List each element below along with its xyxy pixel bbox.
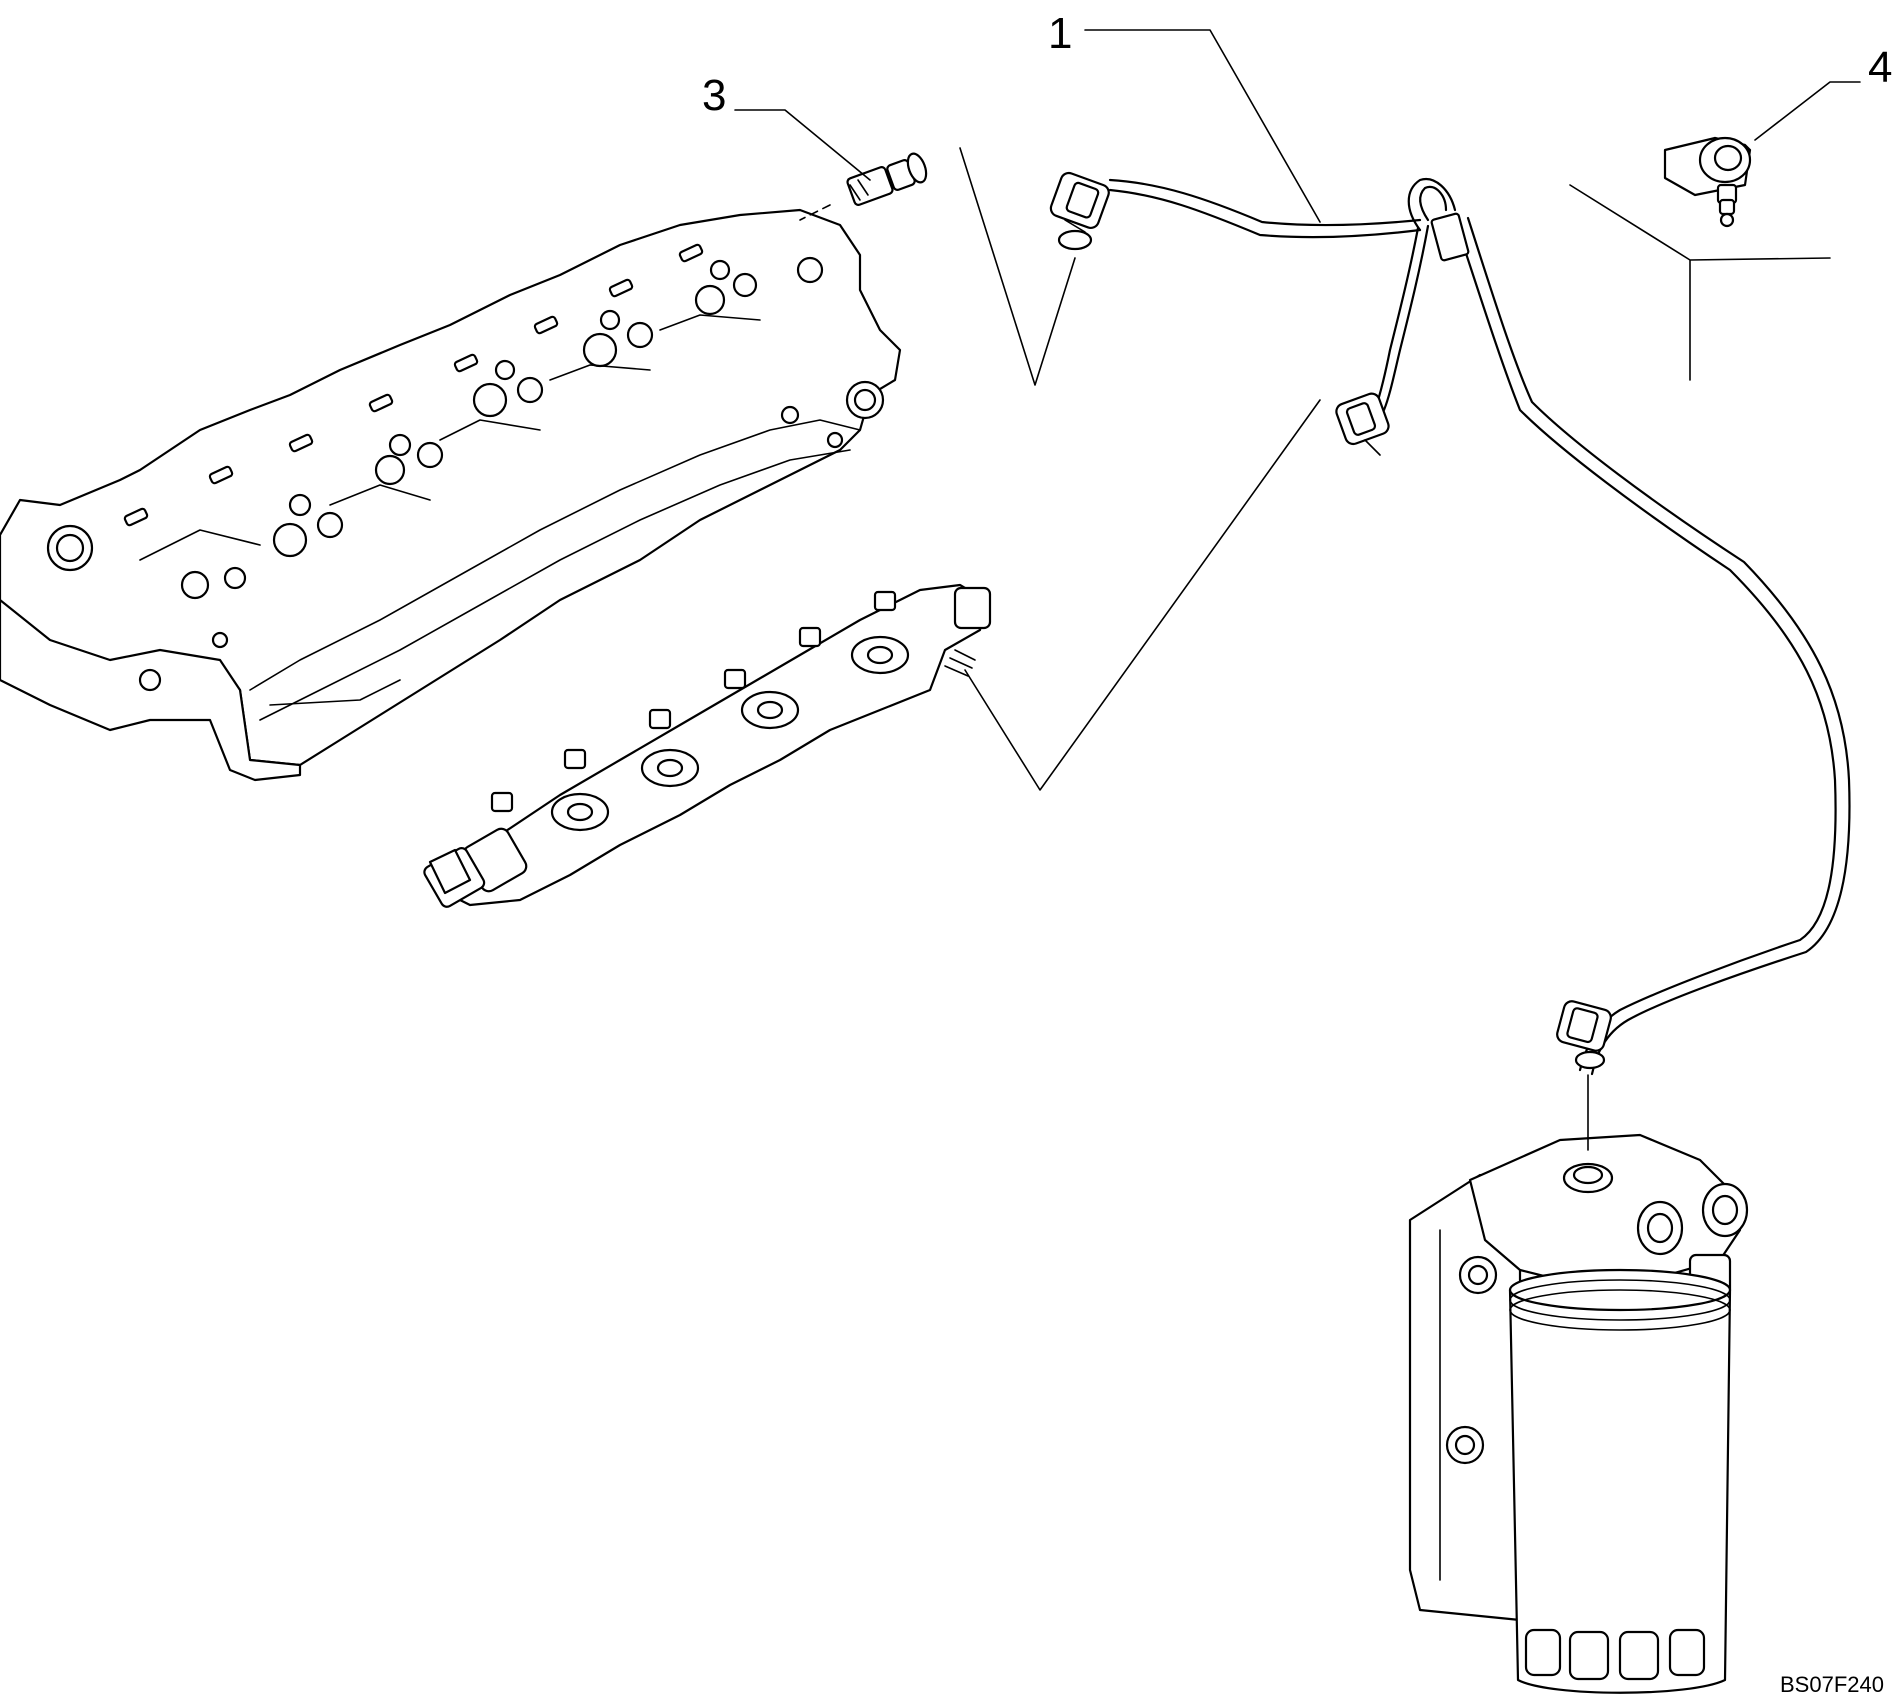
harness-connector-a (1049, 171, 1110, 251)
fuel-rail (423, 583, 992, 908)
figure-code: BS07F240 (1780, 1672, 1884, 1697)
leader-lines (734, 29, 1861, 791)
harness-connector-c (1556, 1000, 1612, 1070)
harness-connector-b (1335, 392, 1390, 456)
callout-3: 3 (702, 71, 726, 120)
sensor-item-3 (799, 152, 928, 221)
head-bosses (123, 243, 704, 527)
callout-1: 1 (1048, 9, 1072, 58)
rail-pressure-sensor (423, 827, 528, 908)
wiring-harness (1049, 171, 1851, 1076)
head-ports (46, 256, 885, 692)
cylinder-head (0, 208, 902, 782)
sensor-item-4 (1663, 136, 1752, 228)
fuel-filter-assembly (1408, 1074, 1749, 1694)
callout-4: 4 (1868, 43, 1892, 92)
